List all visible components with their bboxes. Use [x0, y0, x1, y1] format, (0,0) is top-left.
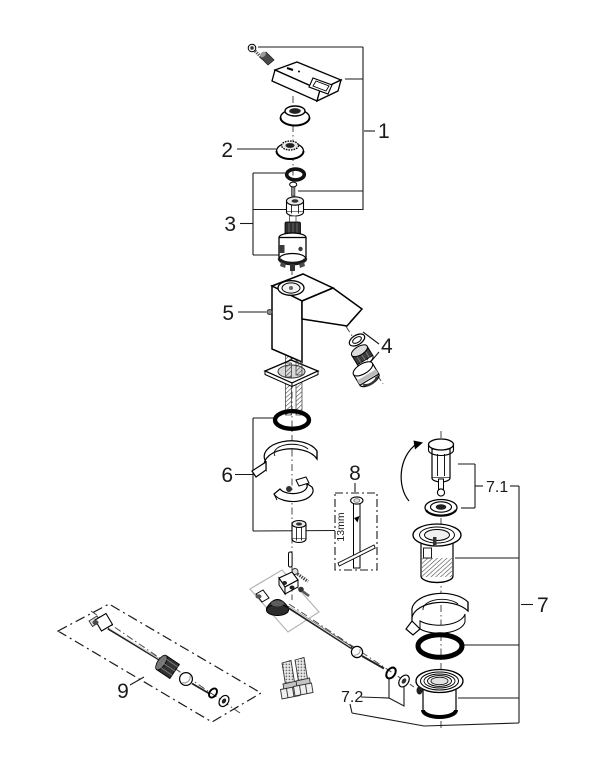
callout-5: 5 [222, 302, 234, 325]
drain-plug [427, 438, 455, 497]
ghost-body-outline [249, 569, 320, 633]
callout-7-1-bracket [458, 463, 519, 509]
callout-brackets [129, 46, 533, 727]
cartridge-nut [285, 196, 305, 217]
ceramic-cartridge [277, 215, 308, 271]
handle-escutcheon [279, 105, 311, 127]
aerator-housing [352, 361, 380, 388]
axis-lines [90, 96, 442, 728]
threaded-stud-stubs [285, 360, 303, 378]
callout-9: 9 [117, 680, 129, 703]
callout-1-bracket [253, 46, 375, 211]
drain-body-upper [412, 523, 462, 584]
callout-7: 7 [537, 594, 549, 617]
cartridge-screw [289, 181, 298, 197]
callout-2: 2 [221, 139, 233, 162]
tool-size-label: 13mm [335, 512, 347, 541]
faucet-body [266, 273, 364, 364]
handle-lever [271, 61, 343, 103]
rod-o-ring [385, 666, 397, 680]
rod-washer [398, 674, 410, 688]
mounting-wedge-upper [251, 440, 318, 478]
drain-body-lower [415, 668, 464, 719]
callout-7-bracket [351, 486, 533, 727]
connection-hoses [279, 656, 314, 700]
mounting-o-ring [272, 409, 312, 432]
handle-grub-pin [259, 51, 275, 66]
drain-clamp [405, 592, 469, 636]
aerator-washer [348, 333, 366, 347]
o-ring-small [284, 167, 307, 182]
callout-6-bracket [235, 417, 336, 532]
callout-6: 6 [221, 464, 233, 487]
rotate-arrow [400, 440, 423, 502]
plug-seal [424, 498, 458, 517]
callout-8: 8 [349, 462, 361, 485]
pop-up-rod [266, 599, 385, 670]
set-screw [266, 308, 273, 316]
socket-tool [337, 496, 376, 569]
callout-3-bracket [240, 172, 285, 256]
drain-o-ring [415, 632, 465, 660]
callout-7-2: 7.2 [341, 689, 363, 706]
tool-box [334, 492, 378, 571]
drain-lever-parts [255, 568, 310, 603]
callout-1: 1 [378, 120, 390, 143]
pivot-pin [288, 551, 293, 568]
mounting-nut [291, 519, 307, 544]
mounting-wedge-lower [273, 476, 314, 503]
callout-7-2-bracket [349, 679, 405, 714]
callout-4: 4 [381, 335, 393, 358]
lift-rod-kit [88, 612, 230, 708]
callout-9-leader [129, 676, 145, 686]
trim-ring [275, 140, 305, 160]
callout-3: 3 [224, 213, 236, 236]
callout-labels: 1 2 3 4 5 6 7 7.1 7.2 8 9 13mm [117, 120, 549, 706]
callout-7-1: 7.1 [486, 479, 508, 496]
hex-key [337, 544, 376, 567]
